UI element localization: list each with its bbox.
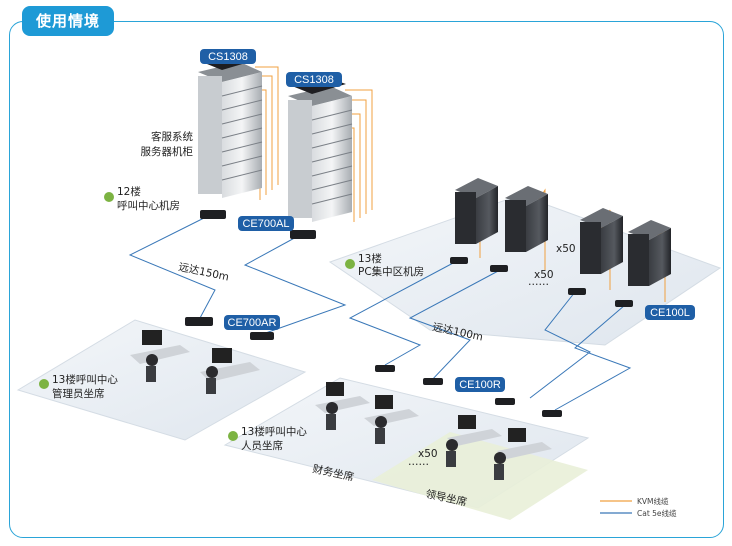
badge-ce100r: CE100R xyxy=(455,377,505,392)
ellipsis-a: …… xyxy=(528,276,549,288)
leader-zone xyxy=(372,432,588,520)
floor-admin xyxy=(16,319,307,441)
pc-tower-2 xyxy=(505,186,548,252)
cat5e-cables xyxy=(128,214,632,411)
ellipsis-b: …… xyxy=(408,456,429,468)
content-frame xyxy=(9,21,724,538)
section-title: 使用情境 xyxy=(22,6,115,36)
rack-label-1: 客服系统 xyxy=(151,130,193,143)
pc-tower-4 xyxy=(628,220,671,286)
pc-tower-1 xyxy=(455,178,498,244)
badge-cs1308-a: CS1308 xyxy=(200,49,256,64)
badge-ce700ar: CE700AR xyxy=(224,315,280,330)
admin-label-1: 13楼呼叫中心 xyxy=(52,373,118,386)
legend-cat5e-label: Cat 5e线缆 xyxy=(637,508,677,518)
count-label-b: x50 xyxy=(534,269,554,281)
badge-ce700al: CE700AL xyxy=(238,216,294,231)
distance-150-label: 远达150m xyxy=(177,261,230,283)
location-pin-icons xyxy=(39,192,355,441)
legend: KVM线缆 Cat 5e线缆 xyxy=(600,496,677,518)
svg-text:CE700AL: CE700AL xyxy=(242,218,289,230)
svg-text:CE100R: CE100R xyxy=(459,379,501,391)
badge-ce100l: CE100L xyxy=(645,305,695,320)
agent-label-2: 人员坐席 xyxy=(241,439,283,452)
pc-tower-3 xyxy=(580,208,623,274)
rack-label-2: 服务器机柜 xyxy=(141,145,194,158)
count-label-a: x50 xyxy=(556,243,576,255)
server-rack-2 xyxy=(288,78,353,222)
server-rack-1 xyxy=(198,54,263,198)
extender-boxes xyxy=(185,210,633,417)
floor13pc-label-2: PC集中区机房 xyxy=(358,265,424,278)
floor12-label-2: 呼叫中心机房 xyxy=(117,199,180,212)
svg-text:CE100L: CE100L xyxy=(650,307,690,319)
agent-label-1: 13楼呼叫中心 xyxy=(241,425,307,438)
svg-text:CE700AR: CE700AR xyxy=(228,317,277,329)
badge-cs1308-b: CS1308 xyxy=(286,72,342,87)
workstations xyxy=(130,330,552,480)
svg-text:CS1308: CS1308 xyxy=(208,51,248,63)
admin-label-2: 管理员坐席 xyxy=(52,387,105,400)
floor12-label-1: 12楼 xyxy=(117,185,141,198)
legend-kvm-label: KVM线缆 xyxy=(637,496,669,506)
count-label-c: x50 xyxy=(418,448,438,460)
svg-text:CS1308: CS1308 xyxy=(294,74,334,86)
floor13pc-label-1: 13楼 xyxy=(358,252,382,265)
